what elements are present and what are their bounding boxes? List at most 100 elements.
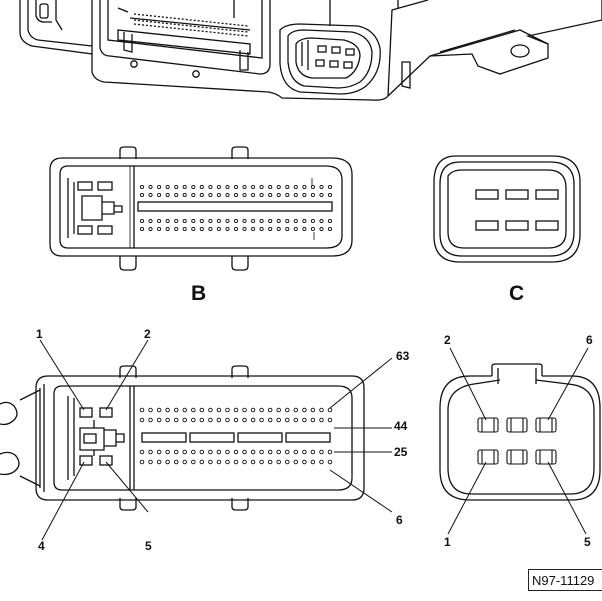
pin-hole <box>191 184 196 190</box>
pin-hole <box>208 192 213 198</box>
pin-hole <box>276 407 281 413</box>
pin-hole <box>199 407 205 413</box>
pin-hole <box>268 184 273 190</box>
pin-hole <box>259 459 264 465</box>
pin-hole <box>225 184 230 190</box>
pin-hole <box>319 449 324 455</box>
pin-hole <box>327 192 333 198</box>
connector-b-pin-25-label: 25 <box>394 445 408 459</box>
pin-hole <box>242 459 247 465</box>
pin-hole <box>242 218 247 224</box>
pin-hole <box>319 407 324 413</box>
pin-hole <box>293 192 298 198</box>
connector-b-pin-4-label: 4 <box>38 539 45 553</box>
pin-hole <box>199 459 205 465</box>
pin-hole <box>293 226 298 232</box>
pin-hole <box>285 226 290 232</box>
pin-hole <box>148 407 153 413</box>
pin-hole <box>157 192 162 198</box>
pin-hole <box>285 407 290 413</box>
pin-hole <box>233 417 239 423</box>
pin-hole <box>225 459 230 465</box>
pin-hole <box>216 184 221 190</box>
pin-hole <box>139 192 145 198</box>
pin-hole <box>276 449 281 455</box>
connector-b-pin-63-label: 63 <box>396 349 410 363</box>
connector-c-pin-6-label: 6 <box>586 333 593 347</box>
pin-hole <box>156 449 162 455</box>
pin-hole <box>319 192 324 198</box>
pin-hole <box>173 449 179 455</box>
pin-hole <box>182 417 187 423</box>
pin-hole <box>285 192 290 198</box>
pin-hole <box>276 459 281 465</box>
pin-hole <box>182 226 187 232</box>
connector-b-pin-2-label: 2 <box>144 327 151 341</box>
pin-hole <box>191 192 196 198</box>
pin-hole <box>310 226 315 232</box>
pin-hole <box>225 192 230 198</box>
pin-hole <box>259 226 264 232</box>
pin-hole <box>165 417 170 423</box>
connector-b-detail-pin-grid <box>139 407 333 465</box>
pin-hole <box>216 218 221 224</box>
pin-hole <box>148 417 153 423</box>
pin-hole <box>302 184 307 190</box>
pin-hole <box>216 417 222 423</box>
connector-c-leader-lines <box>447 347 589 535</box>
pin-hole <box>208 417 213 423</box>
pin-hole <box>199 417 205 423</box>
pin-hole <box>251 226 256 232</box>
pin-hole <box>327 417 333 423</box>
pin-hole <box>251 184 256 190</box>
pin-hole <box>302 417 307 423</box>
pin-hole <box>208 407 213 413</box>
pin-hole <box>139 184 145 190</box>
pin-hole <box>259 449 264 455</box>
pin-hole <box>225 417 230 423</box>
pin-hole <box>242 407 247 413</box>
pin-hole <box>276 417 281 423</box>
pin-hole <box>182 184 187 190</box>
pin-hole <box>233 459 239 465</box>
pin-hole <box>310 417 316 423</box>
pin-hole <box>233 184 239 190</box>
pin-hole <box>268 192 273 198</box>
pin-hole <box>267 449 273 455</box>
connector-c-detail <box>439 363 601 501</box>
pin-hole <box>191 226 196 232</box>
pin-hole <box>233 449 239 455</box>
pin-hole <box>139 226 145 232</box>
pin-hole <box>302 459 307 465</box>
pin-hole <box>182 407 187 413</box>
pin-hole <box>216 449 222 455</box>
pin-hole <box>139 417 145 423</box>
pin-hole <box>302 449 307 455</box>
pin-hole <box>165 192 170 198</box>
pin-hole <box>276 184 281 190</box>
pin-hole <box>285 449 290 455</box>
pin-hole <box>259 218 264 224</box>
pin-hole <box>293 407 299 413</box>
pin-hole <box>233 218 239 224</box>
pin-hole <box>302 226 307 232</box>
pin-hole <box>156 459 162 465</box>
pin-hole <box>268 226 273 232</box>
pin-hole <box>310 184 315 190</box>
pin-hole <box>233 192 239 198</box>
pin-hole <box>251 218 256 224</box>
pin-hole <box>310 218 315 224</box>
pin-hole <box>293 449 299 455</box>
pin-hole <box>148 226 153 232</box>
pin-hole <box>250 407 256 413</box>
pin-hole <box>191 449 196 455</box>
pin-hole <box>285 184 290 190</box>
pin-hole <box>250 449 256 455</box>
pin-hole <box>259 407 264 413</box>
pin-hole <box>199 226 204 232</box>
pin-hole <box>165 226 170 232</box>
pin-hole <box>191 417 196 423</box>
pin-hole <box>191 218 196 224</box>
pin-hole <box>267 459 273 465</box>
pin-hole <box>327 226 333 232</box>
